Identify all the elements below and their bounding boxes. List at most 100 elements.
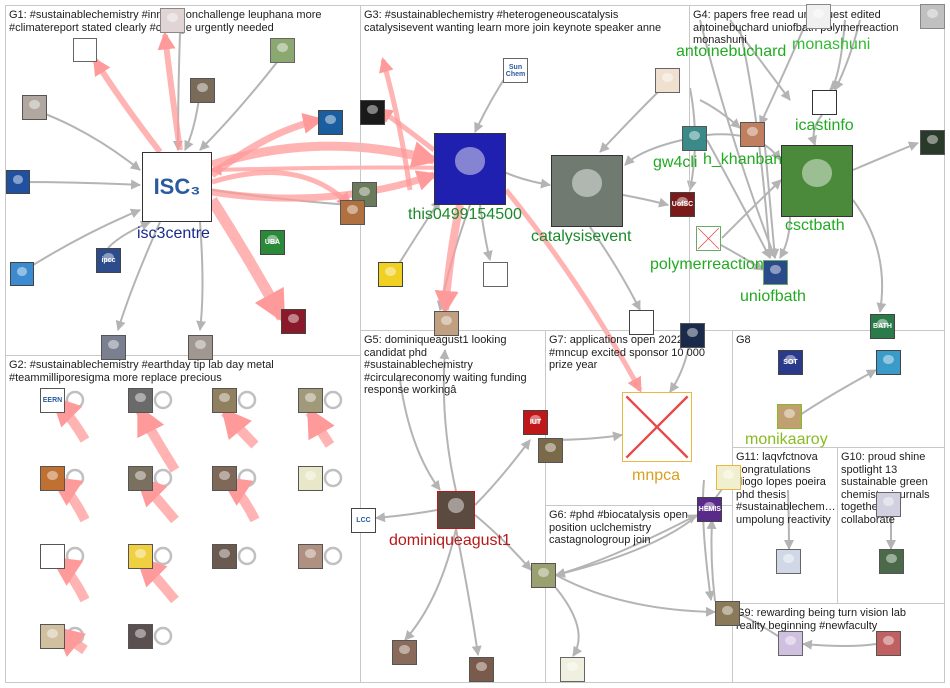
node-g5-iut[interactable]: IUT (523, 410, 548, 435)
node-label-h-khanban: h_khanban (703, 151, 783, 168)
node-label-gw4clim: gw4cli (653, 154, 698, 171)
node-g3-flag[interactable] (378, 262, 403, 287)
uofsc-logo-text: UofSC (671, 201, 694, 208)
gray-edge-40 (399, 379, 441, 491)
gray-edge-6 (199, 51, 286, 151)
node-g3-person[interactable] (434, 311, 459, 336)
node-g1-f[interactable] (101, 335, 126, 360)
iut-logo-text: IUT (529, 419, 542, 426)
node-g1-c[interactable] (270, 38, 295, 63)
node-g2-12[interactable] (298, 544, 323, 569)
node-g2-11[interactable] (212, 544, 237, 569)
node-g3-dots[interactable] (655, 68, 680, 93)
node-g2-5[interactable] (40, 466, 65, 491)
node-g2-1[interactable]: EERN (40, 388, 65, 413)
node-g1-ipcc[interactable]: ipcc (96, 248, 121, 273)
node-bath[interactable]: BATH (870, 314, 895, 339)
node-g1-uba[interactable]: UBA (260, 230, 285, 255)
node-g9-a[interactable] (715, 601, 740, 626)
node-g2-2[interactable] (128, 388, 153, 413)
node-mnpca[interactable] (622, 392, 692, 462)
node-g2-13[interactable] (40, 624, 65, 649)
node-g1-e[interactable] (190, 78, 215, 103)
gray-edge-9 (196, 221, 207, 331)
node-g4-dark[interactable] (920, 130, 945, 155)
node-g1-d[interactable] (22, 95, 47, 120)
group-panel-g3 (360, 5, 690, 331)
node-g2-10[interactable] (128, 544, 153, 569)
node-sot[interactable]: SOT (778, 350, 803, 375)
node-g5-lcc[interactable]: LCC (351, 508, 376, 533)
red-edge-6 (157, 31, 183, 151)
node-catalysisevent[interactable] (551, 155, 623, 227)
node-uniofbath[interactable] (763, 260, 788, 285)
node-g1-b[interactable] (73, 38, 97, 62)
node-g11-a[interactable] (776, 549, 801, 574)
node-g1-cube[interactable] (281, 309, 306, 334)
red-edge-3 (207, 197, 287, 324)
node-icastinfo[interactable] (812, 90, 837, 115)
gray-edge-24 (852, 141, 919, 171)
node-uofsc[interactable]: UofSC (670, 192, 695, 217)
gray-edge-47 (555, 587, 583, 657)
node-g9-b[interactable] (778, 631, 803, 656)
node-label-isc3centre: isc3centre (137, 225, 210, 242)
node-g8-star[interactable] (876, 350, 901, 375)
node-g3-sdg[interactable] (483, 262, 508, 287)
gray-edge-1 (34, 109, 141, 171)
node-label-uniofbath: uniofbath (740, 288, 806, 305)
node-g9-c[interactable] (876, 631, 901, 656)
node-g2-3[interactable] (212, 388, 237, 413)
node-this0499154500[interactable] (434, 133, 506, 205)
node-g6-hex[interactable] (560, 657, 585, 682)
node-g2-8[interactable] (298, 466, 323, 491)
node-g1-g[interactable] (188, 335, 213, 360)
node-g1-un[interactable] (10, 262, 34, 286)
gray-edge-26 (706, 139, 771, 259)
node-monashuni[interactable] (806, 4, 831, 29)
node-g1-a[interactable] (160, 8, 185, 33)
node-g2-4[interactable] (298, 388, 323, 413)
node-g1-windmill[interactable] (6, 170, 30, 194)
node-g1-flask[interactable] (318, 110, 343, 135)
node-dominiqueagust1[interactable] (437, 491, 475, 529)
red-edge-7 (92, 56, 163, 154)
bath-logo-text: BATH (873, 323, 892, 330)
gray-edge-16 (622, 194, 669, 208)
node-g10-b[interactable] (876, 492, 901, 517)
gray-edge-51 (783, 489, 794, 550)
group-label-g6: G6: #phd #biocatalysis open position ucl… (549, 509, 688, 546)
gray-edge-3 (21, 208, 141, 273)
red-edge-10 (434, 204, 464, 315)
node-g2-9[interactable] (40, 544, 65, 569)
node-g3-sunchem[interactable]: Sun Chem (503, 58, 528, 83)
node-polymerreaction[interactable] (696, 226, 721, 251)
node-g6-chem[interactable]: CHEMIST (697, 497, 722, 522)
node-g2-14[interactable] (128, 624, 153, 649)
node-label-this0499154500: this0499154500 (408, 206, 522, 223)
node-g2-6[interactable] (128, 466, 153, 491)
node-g1-i[interactable] (340, 200, 365, 225)
node-g5-b[interactable] (469, 657, 494, 682)
node-g7-round[interactable] (716, 465, 741, 490)
node-h-khanban[interactable] (740, 122, 765, 147)
sot-logo-text: SOT (783, 359, 798, 366)
node-gw4clim[interactable] (682, 126, 707, 151)
broken-image-icon (697, 227, 720, 250)
node-g7-a[interactable] (538, 438, 563, 463)
gray-edge-4 (107, 220, 151, 249)
node-g4-right[interactable] (920, 4, 945, 29)
gray-edge-8 (115, 221, 161, 331)
node-g3-swastika[interactable] (360, 100, 385, 125)
node-g6-a[interactable] (531, 563, 556, 588)
node-g2-7[interactable] (212, 466, 237, 491)
node-g10-a[interactable] (879, 549, 904, 574)
gray-edge-41 (474, 439, 531, 506)
node-isc3centre[interactable]: ISC₃ (142, 152, 212, 222)
node-g5-a[interactable] (392, 640, 417, 665)
node-g7-dark[interactable] (680, 323, 705, 348)
node-csctbath[interactable] (781, 145, 853, 217)
lcc-logo-text: LCC (356, 517, 371, 524)
node-g3-copy[interactable] (629, 310, 654, 335)
node-monikaaroy[interactable] (777, 404, 802, 429)
